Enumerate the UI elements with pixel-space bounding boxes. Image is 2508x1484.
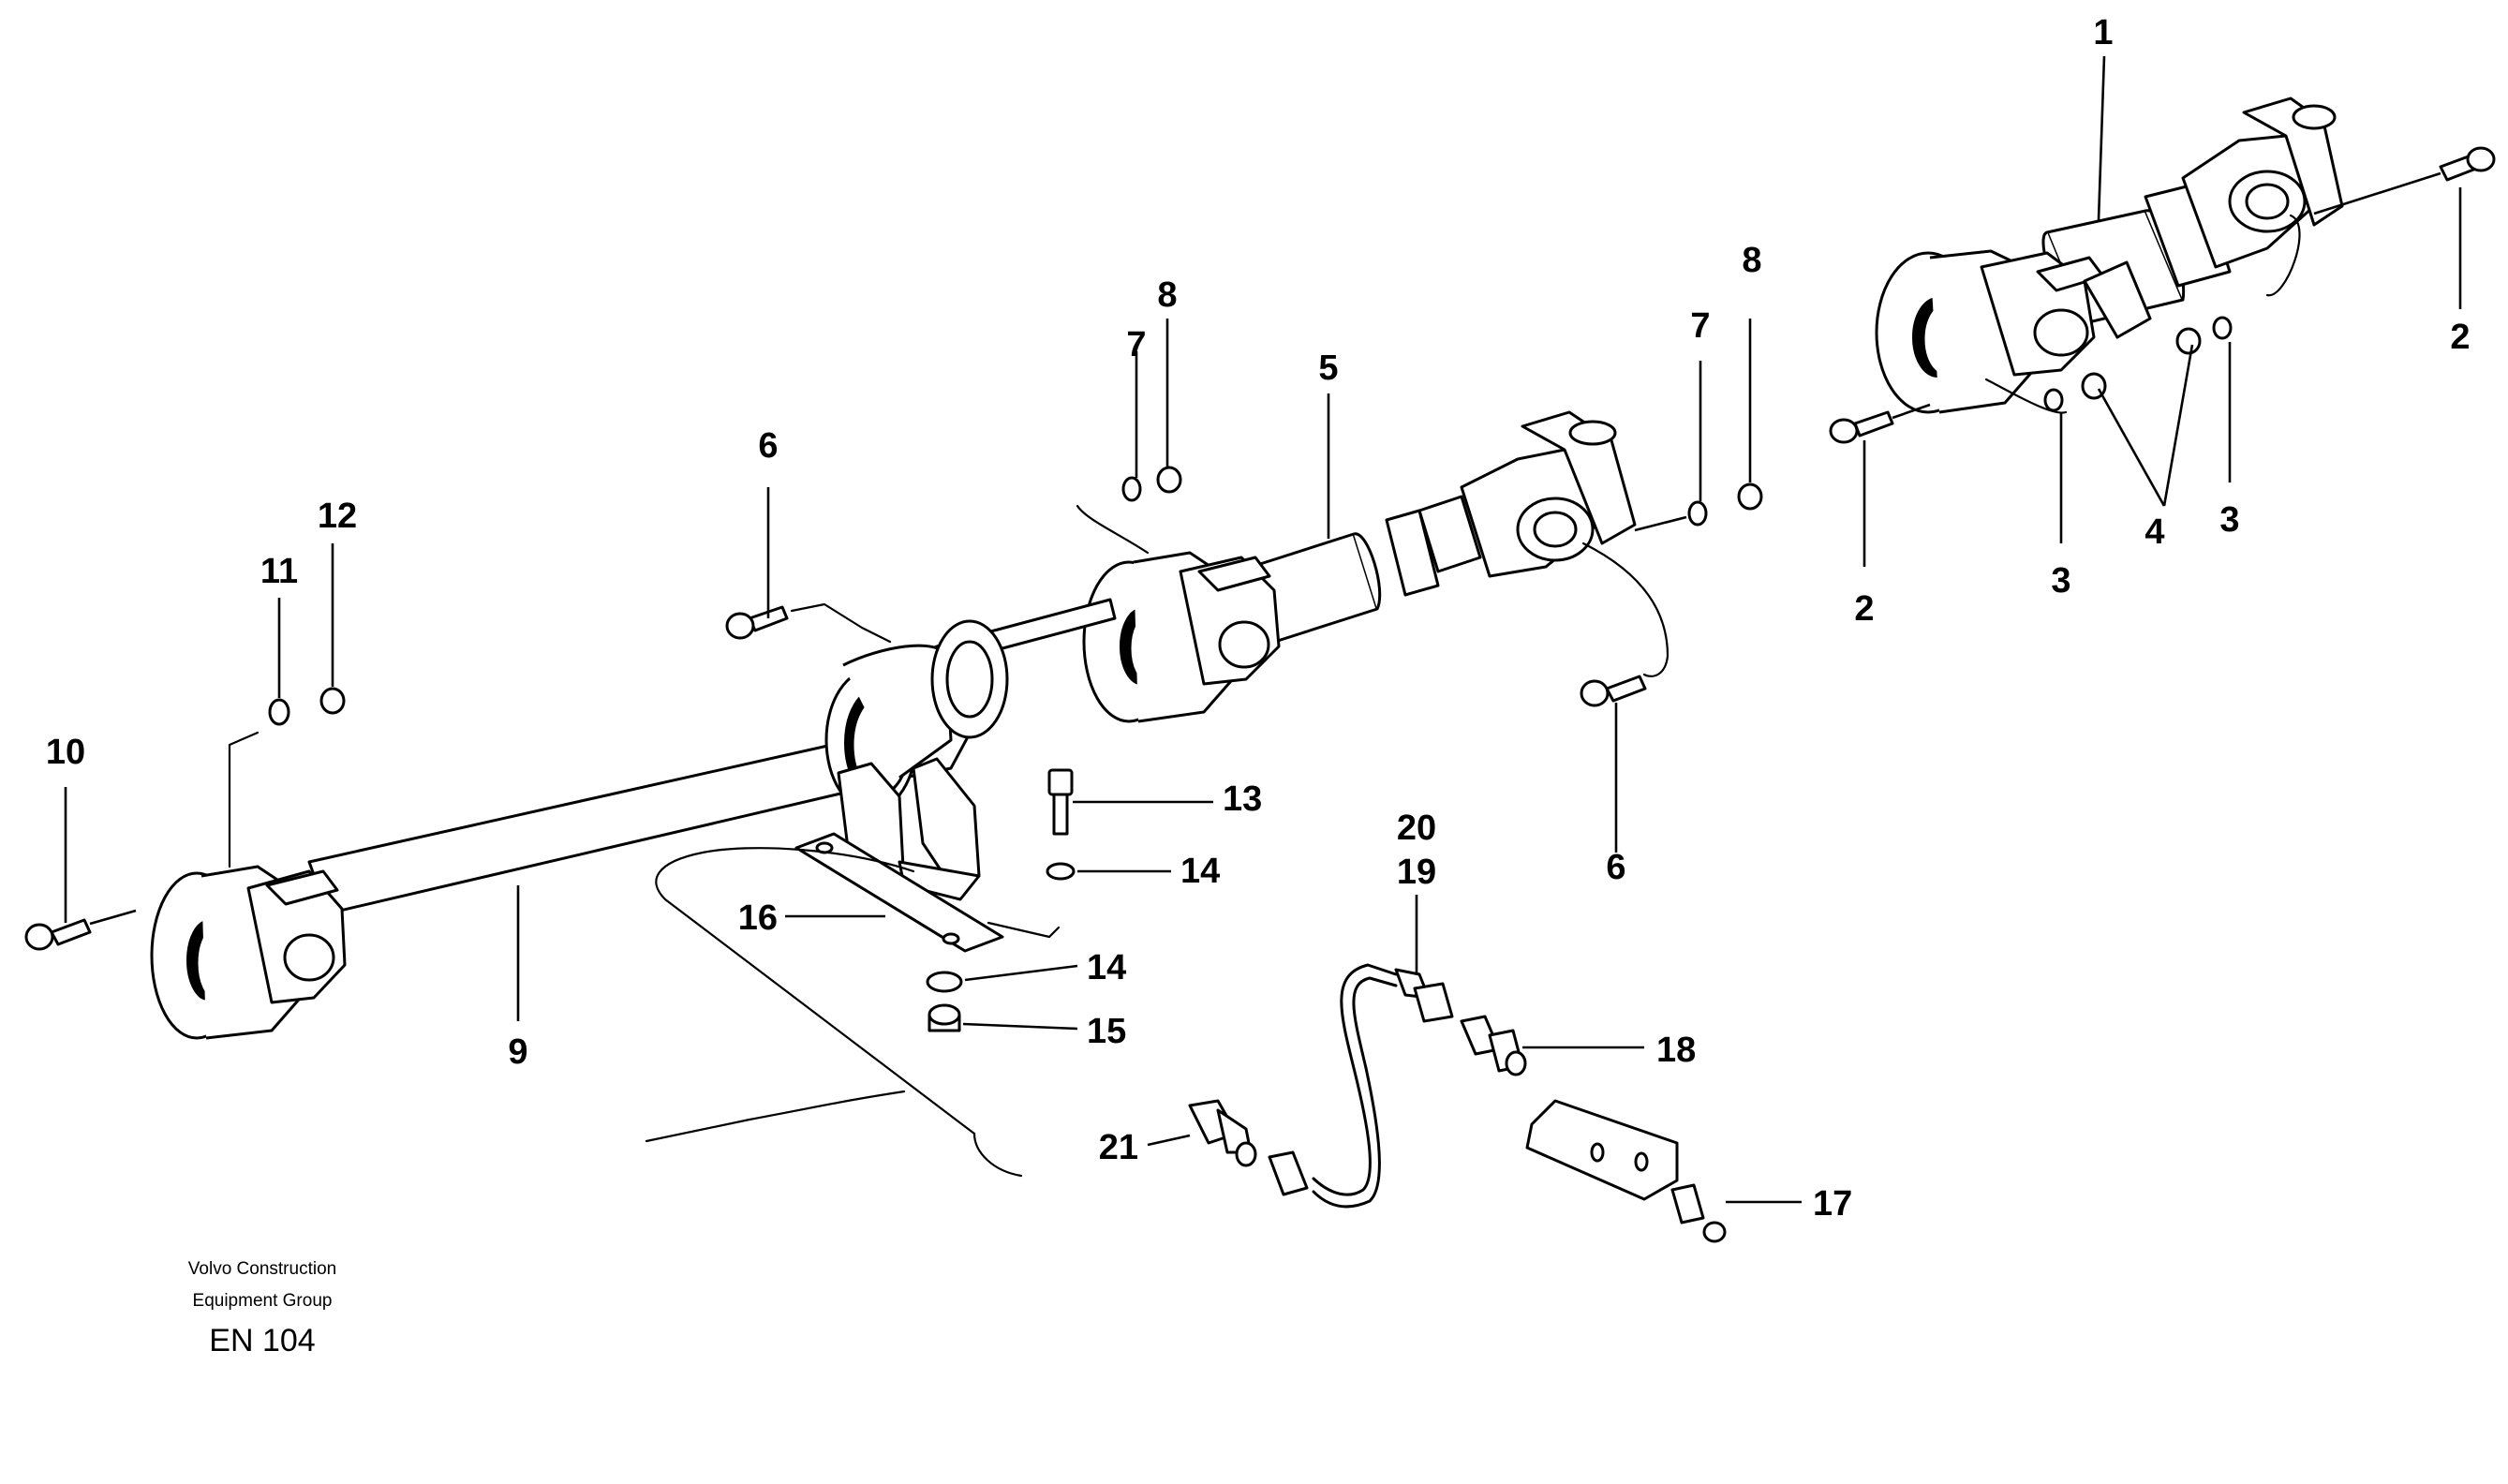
callout-19: 19 xyxy=(1397,853,1436,892)
publisher-line-1: Volvo Construction xyxy=(187,1259,337,1279)
callout-leaders xyxy=(64,55,2462,1204)
callout-1: 1 xyxy=(2093,13,2113,52)
callout-16: 16 xyxy=(738,898,778,938)
callout-12: 12 xyxy=(318,497,357,536)
callout-20: 20 xyxy=(1397,809,1436,848)
callout-4: 4 xyxy=(2144,512,2164,552)
propeller-shaft-long xyxy=(24,598,1117,1178)
callout-5: 5 xyxy=(1318,349,1338,388)
callout-17: 17 xyxy=(1813,1184,1852,1224)
callout-8-right: 8 xyxy=(1742,241,1761,280)
propeller-shaft-short xyxy=(1829,96,2496,444)
publisher-line-2: Equipment Group xyxy=(192,1291,333,1311)
callout-7-left: 7 xyxy=(1126,325,1146,364)
grease-line-assembly xyxy=(1188,963,1727,1243)
callout-9: 9 xyxy=(508,1032,527,1072)
callout-8-left: 8 xyxy=(1157,275,1177,315)
callout-3-right: 3 xyxy=(2219,500,2239,540)
bolt-center-bearing xyxy=(725,602,892,644)
callout-15: 15 xyxy=(1087,1012,1126,1051)
callout-6-right: 6 xyxy=(1606,848,1625,887)
callout-6-left: 6 xyxy=(758,426,778,466)
callout-18: 18 xyxy=(1656,1031,1696,1070)
callout-14-lower: 14 xyxy=(1087,948,1126,987)
bolt-rear xyxy=(2313,146,2496,215)
bolt-front xyxy=(1829,403,1931,444)
bolt-front-flange xyxy=(24,909,137,951)
callout-10: 10 xyxy=(46,733,85,772)
callout-2-left: 2 xyxy=(1854,589,1874,629)
callout-14-upper: 14 xyxy=(1180,852,1220,891)
callout-21: 21 xyxy=(1099,1128,1138,1167)
callout-2-right: 2 xyxy=(2450,318,2470,357)
publisher-footer: Volvo Construction Equipment Group EN 10… xyxy=(0,1254,525,1362)
bearing-bolt-set xyxy=(926,768,1076,1032)
callout-3-left: 3 xyxy=(2051,561,2070,601)
document-code: EN 104 xyxy=(209,1323,316,1358)
callout-13: 13 xyxy=(1223,779,1262,819)
callout-11: 11 xyxy=(260,552,298,591)
callout-labels: 1 2 2 3 3 4 5 6 6 7 7 8 8 9 10 11 12 13 … xyxy=(46,13,2471,1224)
propeller-shaft-middle xyxy=(1076,410,1763,723)
callout-7-right: 7 xyxy=(1690,306,1710,346)
bolt-middle-rear xyxy=(1580,675,1647,707)
